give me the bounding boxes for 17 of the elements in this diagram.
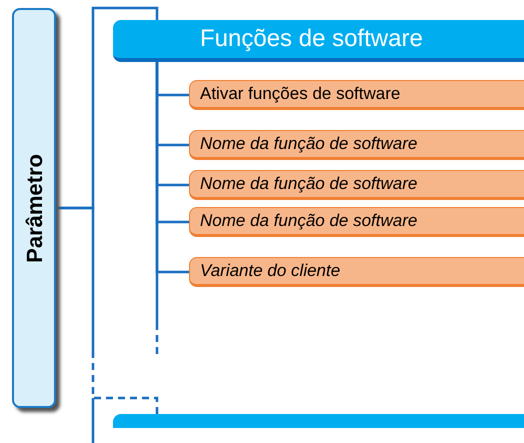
function-label: Nome da função de software	[200, 210, 418, 232]
connector-line	[156, 62, 158, 355]
function-label: Nome da função de software	[200, 173, 418, 196]
function-box	[189, 170, 524, 200]
function-box	[189, 257, 524, 287]
panel-title: Parâmetro	[20, 154, 48, 262]
section-header	[113, 20, 524, 62]
parameter-panel	[12, 8, 56, 408]
function-label: Nome da função de software	[200, 133, 418, 156]
function-box	[189, 130, 524, 160]
function-box	[189, 80, 524, 110]
bar-shape	[113, 414, 524, 428]
connector-line	[54, 206, 158, 443]
function-label: Ativar funções de software	[200, 83, 400, 106]
header-title: Funções de software	[200, 24, 423, 54]
function-label: Variante do cliente	[200, 260, 340, 282]
function-box	[189, 207, 524, 237]
